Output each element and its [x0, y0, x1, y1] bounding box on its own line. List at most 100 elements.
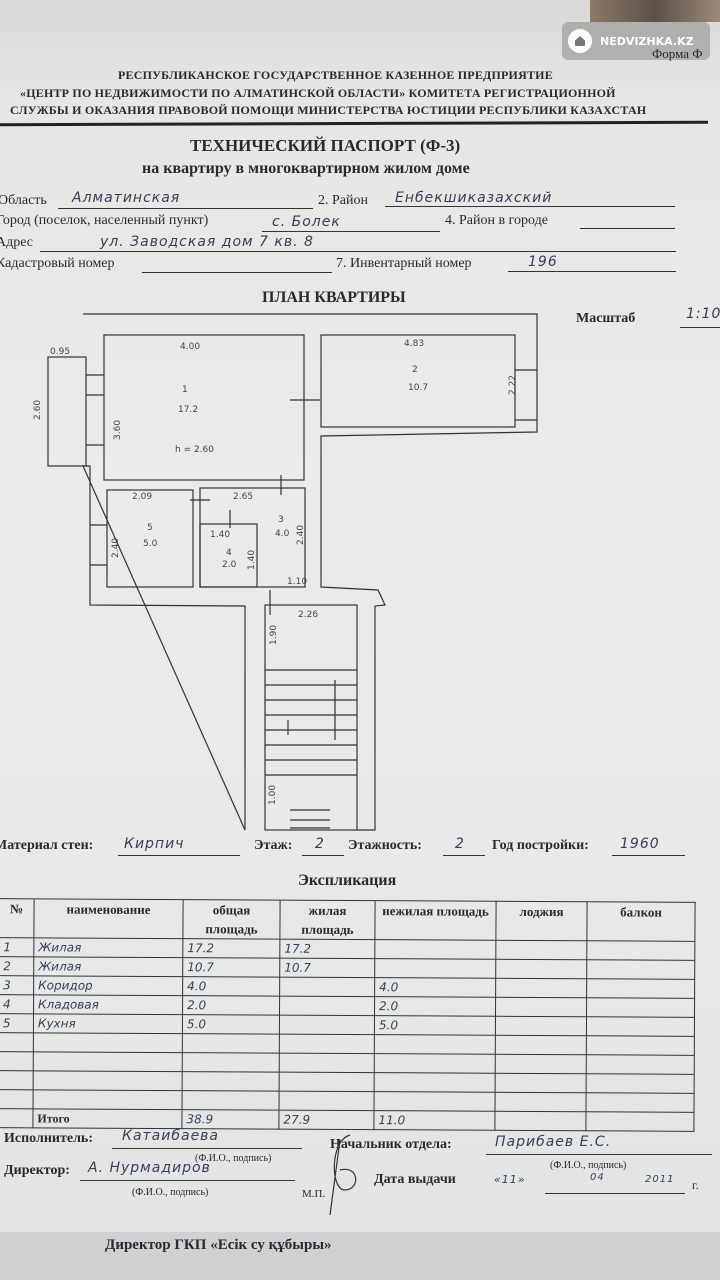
room-name: Коридор — [33, 975, 183, 996]
general-area: 5.0 — [182, 1014, 280, 1035]
room-2-number: 2 — [412, 365, 418, 375]
room-name: Жилая — [33, 937, 183, 958]
general-area: 4.0 — [182, 976, 280, 997]
background-photo — [590, 0, 720, 22]
document-subtitle: на квартиру в многоквартирном жилом доме — [142, 160, 470, 177]
col-header: наименование — [33, 898, 184, 939]
room-1-number: 1 — [182, 385, 188, 395]
address-value: ул. Заводская дом 7 кв. 8 — [100, 234, 314, 250]
total-nonliving: 11.0 — [373, 1110, 495, 1131]
floor-label: Этаж: — [254, 838, 293, 853]
total-general: 38.9 — [181, 1109, 280, 1130]
living-area: 17.2 — [279, 939, 375, 959]
head-signature: Парибаев Е.С. — [495, 1134, 612, 1150]
total-living: 27.9 — [278, 1110, 374, 1130]
explication-table: № наименование общая площадь жилая площа… — [0, 898, 696, 1132]
ceiling-height: h = 2.60 — [175, 445, 214, 455]
room-3-area: 4.0 — [275, 529, 290, 539]
issue-day: «11» — [494, 1173, 526, 1186]
col-header: балкон — [586, 901, 696, 942]
dim-label: 2.60 — [33, 400, 43, 420]
year-value: 1960 — [620, 836, 660, 852]
balcony — [586, 997, 695, 1018]
windows — [86, 369, 537, 566]
living-area — [279, 996, 375, 1016]
table-header-row: № наименование общая площадь жилая площа… — [0, 898, 696, 942]
issue-year: 2011 — [645, 1174, 675, 1185]
col-header: нежилая площадь — [374, 900, 497, 941]
living-area: 10.7 — [279, 958, 375, 978]
city-label: Город (поселок, населенный пункт) — [0, 213, 209, 228]
room-5-outline — [106, 489, 194, 588]
dim-label: 2.09 — [132, 492, 152, 502]
dim-label: 4.00 — [180, 342, 200, 352]
balcony — [586, 959, 695, 980]
dim-label: 1.40 — [247, 550, 257, 570]
room-2-area: 10.7 — [408, 383, 428, 393]
room-3-number: 3 — [278, 515, 284, 525]
col-header: общая площадь — [182, 899, 281, 940]
room-5-area: 5.0 — [143, 539, 158, 549]
row-number: 3 — [0, 975, 34, 995]
dim-label: 3.60 — [113, 420, 123, 440]
org-line-2: «ЦЕНТР ПО НЕДВИЖИМОСТИ ПО АЛМАТИНСКОЙ ОБ… — [20, 86, 616, 100]
room-4-number: 4 — [226, 548, 232, 558]
explication-title: Экспликация — [298, 872, 397, 889]
material-label: Материал стен: — [0, 838, 94, 853]
loggia — [495, 1016, 587, 1036]
general-area: 2.0 — [182, 995, 280, 1016]
form-label: Форма Ф — [652, 46, 703, 61]
stamp-mp: М.П. — [302, 1188, 326, 1200]
city-value: с. Болек — [272, 214, 341, 230]
dim-label: 4.83 — [404, 339, 424, 349]
org-line-1: РЕСПУБЛИКАНСКОЕ ГОСУДАРСТВЕННОЕ КАЗЕННОЕ… — [118, 68, 553, 82]
doors — [190, 399, 320, 615]
cadastral-label: Кадастровый номер — [0, 256, 115, 271]
general-area: 10.7 — [182, 957, 280, 978]
background-surface — [0, 1232, 720, 1280]
row-number: 1 — [0, 937, 34, 957]
dim-label: 2.22 — [508, 375, 518, 395]
dim-label: 1.00 — [268, 785, 278, 805]
year-suffix: г. — [692, 1178, 699, 1192]
stair-arrows — [287, 680, 336, 740]
floor-plan: 1 17.2 2 10.7 3 4.0 4 2.0 5 5.0 4.00 4.8… — [33, 313, 538, 831]
executor-label: Исполнитель: — [4, 1131, 93, 1146]
dim-label: 2.40 — [111, 538, 121, 558]
dim-label: 1.90 — [269, 625, 279, 645]
room-name: Кухня — [33, 1013, 183, 1034]
nonliving-area: 4.0 — [374, 977, 496, 998]
inventory-value: 196 — [528, 254, 558, 270]
dim-label: 2.65 — [233, 492, 253, 502]
balcony — [586, 978, 695, 999]
room-4-area: 2.0 — [222, 560, 237, 570]
row-number: 4 — [0, 994, 34, 1014]
living-area — [279, 977, 375, 997]
scale-label: Масштаб — [576, 311, 636, 326]
loggia — [495, 959, 587, 979]
year-label: Год постройки: — [492, 838, 589, 853]
nonliving-area: 5.0 — [374, 1015, 496, 1036]
document-page — [0, 0, 720, 1232]
home-icon — [568, 29, 592, 53]
outer-wall — [82, 313, 538, 831]
document-title: ТЕХНИЧЕСКИЙ ПАСПОРТ (Ф-3) — [190, 136, 461, 155]
footer-text: Директор ГКП «Есік су құбыры» — [105, 1237, 332, 1253]
loggia — [495, 940, 587, 960]
org-line-3: СЛУЖБЫ И ОКАЗАНИЯ ПРАВОВОЙ ПОМОЩИ МИНИСТ… — [10, 103, 647, 117]
director-label: Директор: — [4, 1163, 70, 1178]
head-label: Начальник отдела: — [330, 1137, 452, 1152]
row-number: 2 — [0, 956, 34, 976]
nonliving-area — [374, 958, 496, 979]
general-area: 17.2 — [182, 938, 280, 959]
balcony — [586, 940, 695, 961]
director-signature: А. Нурмадиров — [88, 1160, 211, 1176]
fio-caption: (Ф.И.О., подпись) — [132, 1187, 209, 1198]
dim-label: 2.40 — [296, 525, 306, 545]
col-header: лоджия — [495, 901, 588, 941]
col-header: жилая площадь — [279, 900, 376, 940]
dim-label: 0.95 — [50, 347, 70, 357]
dim-label: 1.40 — [210, 530, 230, 540]
balcony-outline — [47, 356, 87, 467]
material-value: Кирпич — [124, 836, 185, 852]
